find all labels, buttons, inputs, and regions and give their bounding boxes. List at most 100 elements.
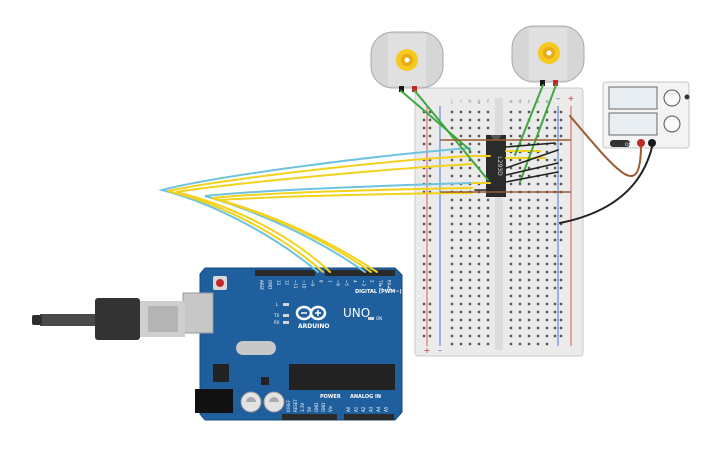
- rail-hole[interactable]: [428, 118, 432, 122]
- breadboard-hole[interactable]: [486, 326, 490, 330]
- rail-hole[interactable]: [422, 238, 426, 242]
- breadboard-hole[interactable]: [518, 286, 522, 290]
- breadboard-hole[interactable]: [536, 270, 540, 274]
- breadboard-hole[interactable]: [536, 214, 540, 218]
- breadboard-hole[interactable]: [450, 150, 454, 154]
- breadboard-hole[interactable]: [477, 126, 481, 130]
- breadboard-hole[interactable]: [509, 238, 513, 242]
- breadboard-hole[interactable]: [468, 222, 472, 226]
- breadboard-hole[interactable]: [468, 302, 472, 306]
- breadboard-hole[interactable]: [527, 134, 531, 138]
- rail-hole[interactable]: [559, 334, 563, 338]
- breadboard-hole[interactable]: [468, 214, 472, 218]
- breadboard-hole[interactable]: [536, 334, 540, 338]
- rail-hole[interactable]: [559, 310, 563, 314]
- breadboard-hole[interactable]: [486, 270, 490, 274]
- rail-hole[interactable]: [428, 206, 432, 210]
- breadboard-hole[interactable]: [536, 222, 540, 226]
- rail-hole[interactable]: [559, 174, 563, 178]
- breadboard-hole[interactable]: [459, 198, 463, 202]
- breadboard-hole[interactable]: [518, 278, 522, 282]
- power-switch[interactable]: [610, 140, 630, 147]
- breadboard-hole[interactable]: [509, 294, 513, 298]
- breadboard-hole[interactable]: [477, 134, 481, 138]
- breadboard-hole[interactable]: [486, 222, 490, 226]
- breadboard-hole[interactable]: [477, 174, 481, 178]
- rail-hole[interactable]: [559, 278, 563, 282]
- rail-hole[interactable]: [559, 118, 563, 122]
- breadboard-hole[interactable]: [527, 318, 531, 322]
- breadboard-hole[interactable]: [545, 334, 549, 338]
- breadboard-hole[interactable]: [509, 214, 513, 218]
- breadboard-hole[interactable]: [468, 294, 472, 298]
- breadboard-hole[interactable]: [527, 206, 531, 210]
- breadboard-hole[interactable]: [527, 222, 531, 226]
- breadboard-hole[interactable]: [450, 278, 454, 282]
- breadboard-hole[interactable]: [450, 342, 454, 346]
- breadboard-hole[interactable]: [468, 174, 472, 178]
- rail-hole[interactable]: [422, 142, 426, 146]
- rail-hole[interactable]: [559, 318, 563, 322]
- breadboard-hole[interactable]: [477, 118, 481, 122]
- rail-hole[interactable]: [428, 166, 432, 170]
- breadboard-hole[interactable]: [459, 262, 463, 266]
- voltage-knob[interactable]: [663, 89, 681, 107]
- rail-hole[interactable]: [553, 110, 557, 114]
- wire-green-3[interactable]: [514, 84, 544, 156]
- breadboard-hole[interactable]: [518, 182, 522, 186]
- breadboard-hole[interactable]: [545, 126, 549, 130]
- breadboard-hole[interactable]: [527, 126, 531, 130]
- rail-hole[interactable]: [559, 326, 563, 330]
- breadboard-hole[interactable]: [486, 246, 490, 250]
- breadboard-hole[interactable]: [518, 238, 522, 242]
- breadboard-hole[interactable]: [509, 174, 513, 178]
- breadboard-hole[interactable]: [518, 126, 522, 130]
- rail-hole[interactable]: [553, 270, 557, 274]
- breadboard-hole[interactable]: [518, 326, 522, 330]
- breadboard-hole[interactable]: [509, 206, 513, 210]
- breadboard-hole[interactable]: [450, 158, 454, 162]
- breadboard-hole[interactable]: [486, 254, 490, 258]
- rail-hole[interactable]: [428, 302, 432, 306]
- breadboard-hole[interactable]: [509, 222, 513, 226]
- breadboard-hole[interactable]: [518, 294, 522, 298]
- breadboard-hole[interactable]: [450, 254, 454, 258]
- breadboard-hole[interactable]: [518, 118, 522, 122]
- breadboard-hole[interactable]: [536, 198, 540, 202]
- breadboard-hole[interactable]: [450, 302, 454, 306]
- breadboard-hole[interactable]: [459, 214, 463, 218]
- breadboard-hole[interactable]: [459, 158, 463, 162]
- rail-hole[interactable]: [428, 254, 432, 258]
- rail-hole[interactable]: [422, 262, 426, 266]
- breadboard-hole[interactable]: [509, 158, 513, 162]
- rail-hole[interactable]: [428, 126, 432, 130]
- breadboard-hole[interactable]: [536, 286, 540, 290]
- rail-hole[interactable]: [422, 310, 426, 314]
- plus-terminal[interactable]: [637, 139, 645, 147]
- rail-hole[interactable]: [428, 270, 432, 274]
- rail-hole[interactable]: [422, 118, 426, 122]
- breadboard-hole[interactable]: [536, 262, 540, 266]
- wire-green-1[interactable]: [400, 90, 471, 151]
- breadboard-hole[interactable]: [450, 142, 454, 146]
- rail-hole[interactable]: [553, 126, 557, 130]
- breadboard-hole[interactable]: [486, 262, 490, 266]
- breadboard-hole[interactable]: [468, 254, 472, 258]
- rail-hole[interactable]: [428, 214, 432, 218]
- breadboard-hole[interactable]: [545, 318, 549, 322]
- breadboard-hole[interactable]: [545, 270, 549, 274]
- breadboard-hole[interactable]: [518, 174, 522, 178]
- breadboard-hole[interactable]: [536, 118, 540, 122]
- minus-terminal[interactable]: [648, 139, 656, 147]
- breadboard-hole[interactable]: [459, 318, 463, 322]
- breadboard-hole[interactable]: [459, 278, 463, 282]
- breadboard-hole[interactable]: [486, 110, 490, 114]
- breadboard-hole[interactable]: [468, 166, 472, 170]
- wire-yellow-2[interactable]: [175, 163, 473, 273]
- rail-hole[interactable]: [559, 110, 563, 114]
- breadboard-hole[interactable]: [527, 334, 531, 338]
- breadboard-hole[interactable]: [545, 294, 549, 298]
- breadboard-hole[interactable]: [518, 110, 522, 114]
- dc-motor-left[interactable]: [370, 31, 444, 92]
- rail-hole[interactable]: [428, 158, 432, 162]
